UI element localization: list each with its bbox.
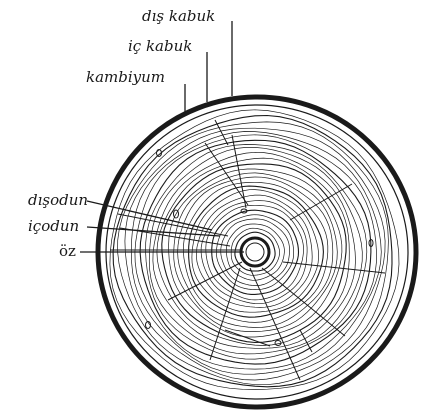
ray-line [117, 213, 229, 237]
ray-line [214, 119, 229, 146]
pith-inner [245, 242, 265, 262]
ray-line [289, 183, 353, 221]
leader-icodun [86, 226, 221, 237]
label-icodun: içodun [28, 217, 80, 235]
label-disodun: dışodun [28, 191, 89, 209]
ray-line [224, 329, 271, 347]
ray-line [167, 261, 243, 301]
ray-line [209, 267, 241, 361]
leader-disodun [86, 200, 213, 231]
label-ic-kabuk: iç kabuk [128, 37, 193, 55]
knot [156, 149, 162, 157]
ray-line [249, 267, 301, 381]
label-oz: öz [59, 242, 76, 260]
ray-line [261, 267, 346, 337]
knot [145, 321, 151, 329]
label-dis-kabuk: dış kabuk [142, 7, 216, 25]
knot [240, 208, 248, 214]
label-kambiyum: kambiyum [86, 68, 166, 86]
knot [173, 209, 179, 219]
ray-line [231, 134, 247, 209]
ray-line [204, 142, 249, 206]
ray-line [282, 261, 386, 274]
ray-line [299, 329, 313, 353]
knot [274, 340, 282, 346]
knot [368, 239, 374, 247]
